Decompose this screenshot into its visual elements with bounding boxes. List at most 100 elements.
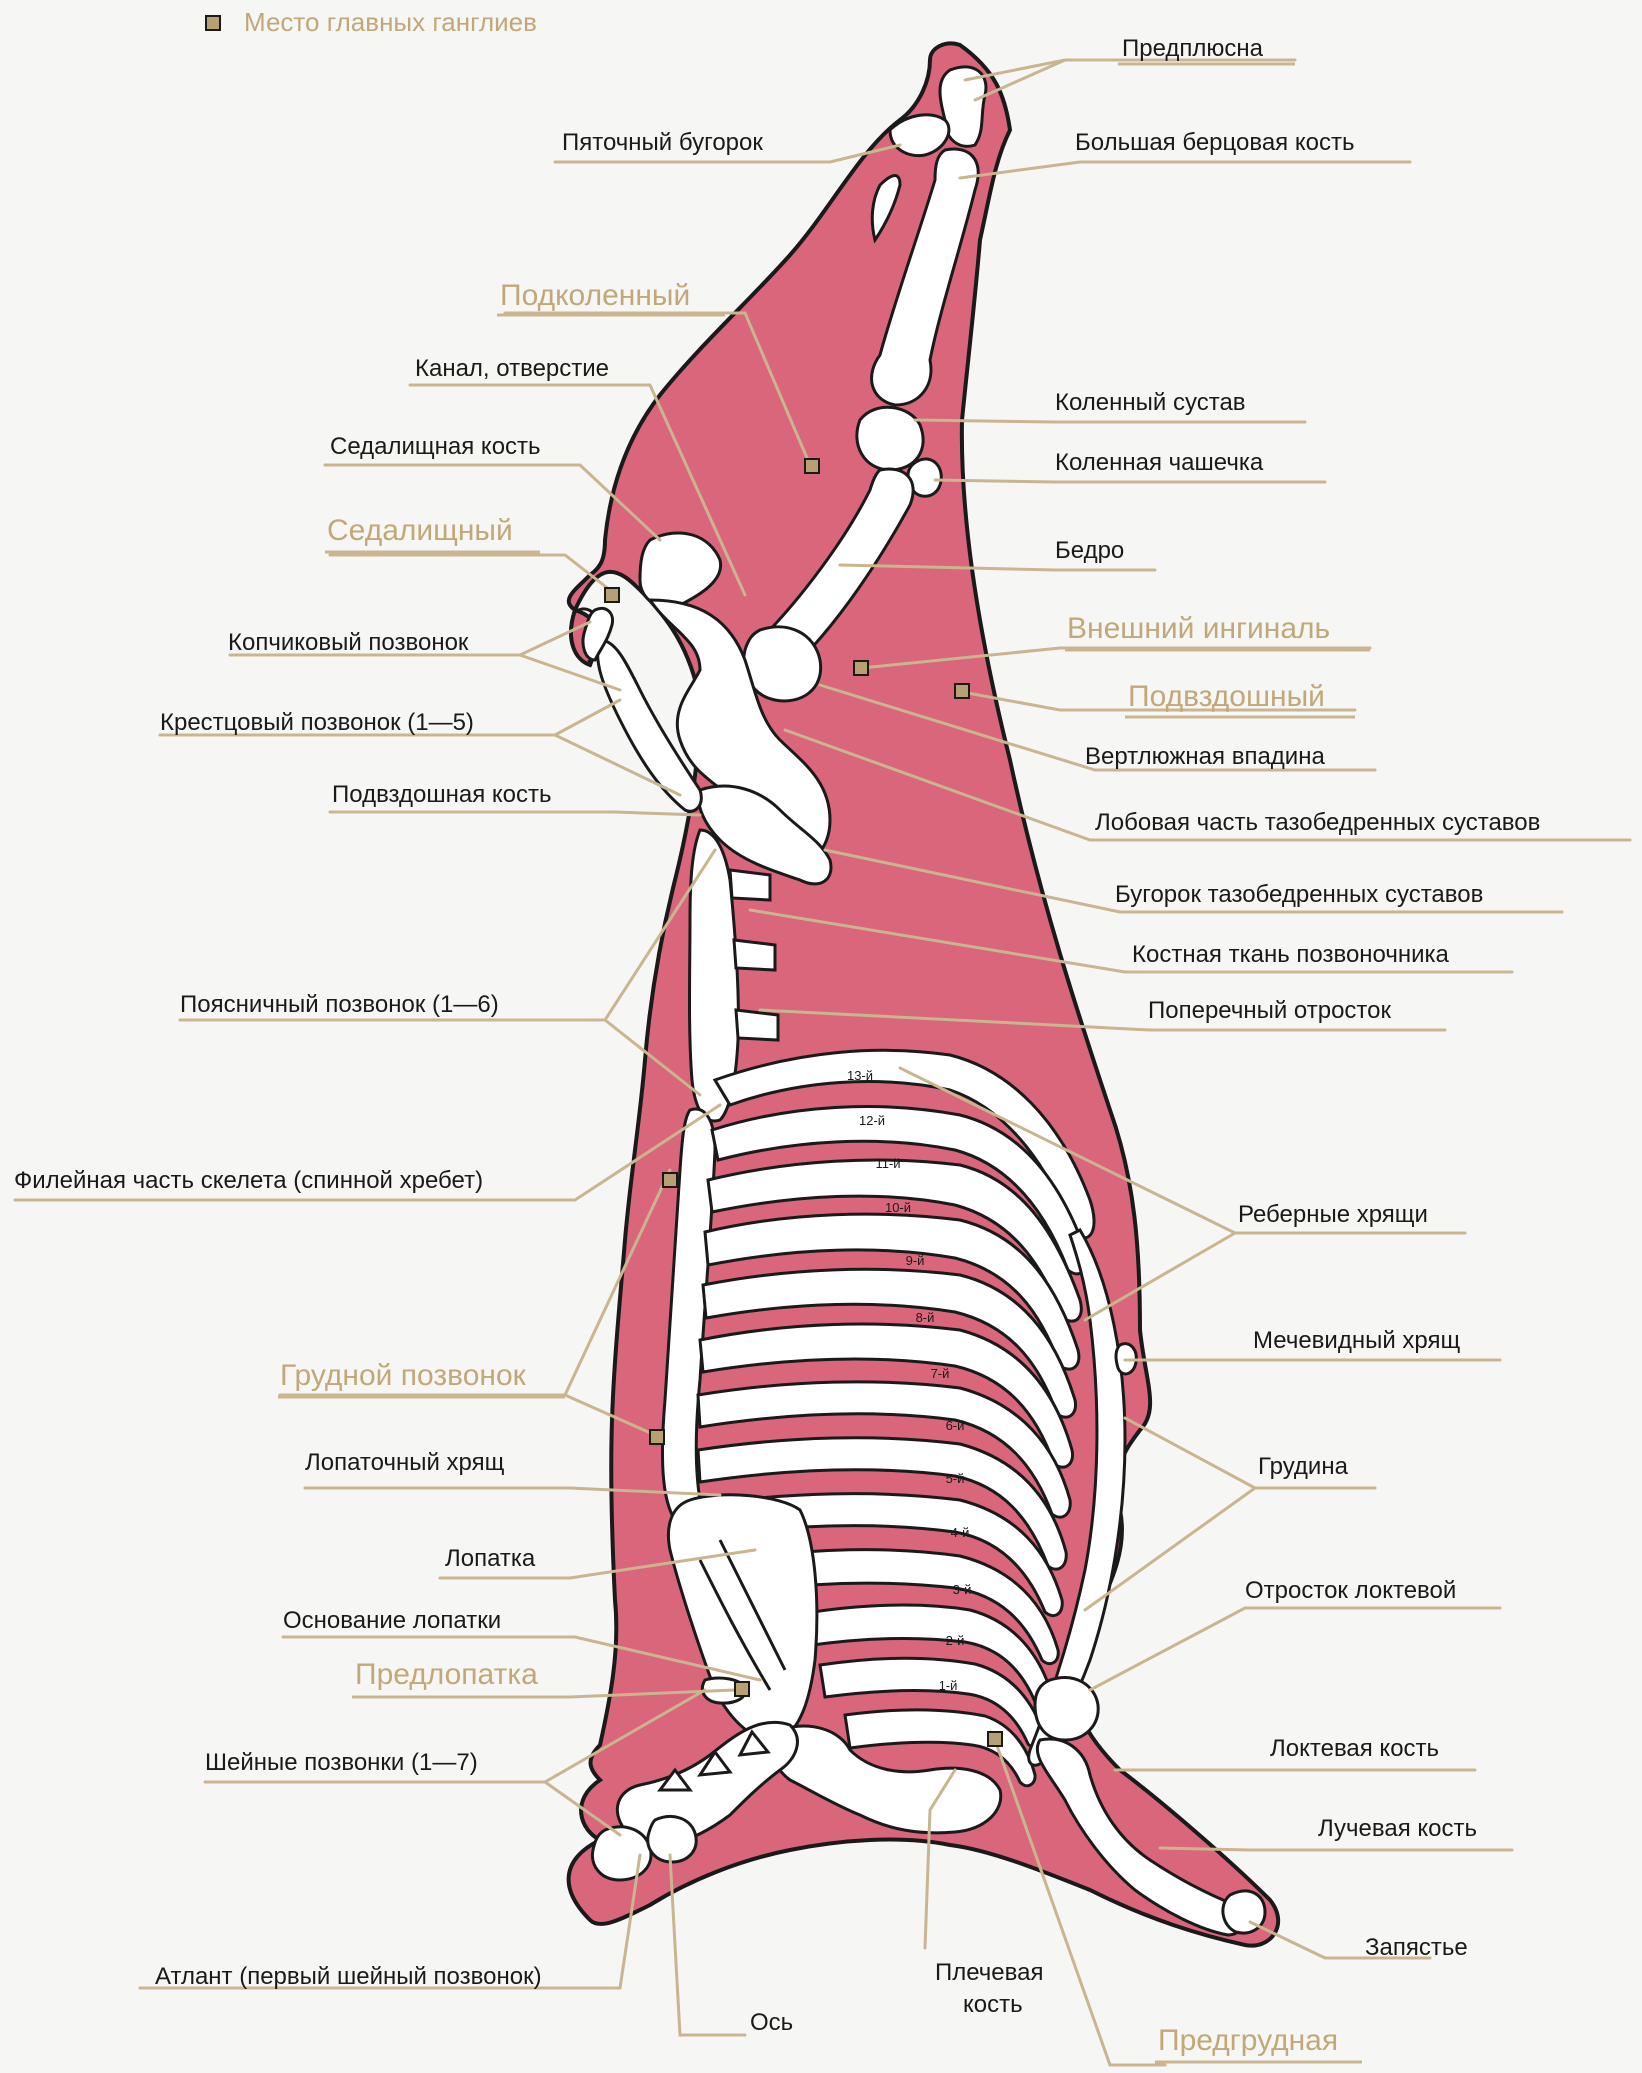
- labels: Место главных ганглиев Предплюсна Пяточн…: [14, 7, 1540, 2057]
- rib-label-1: 1-й: [939, 1678, 958, 1693]
- leader-plechevaya: [923, 1768, 957, 1950]
- leader-lines: [13, 58, 1632, 2067]
- marker-sedalishchny: [604, 587, 620, 603]
- label-pyatochny: Пяточный бугорок: [562, 129, 763, 156]
- rib-11: [706, 1158, 1083, 1323]
- ilium-bone: [697, 784, 833, 886]
- label-kolennaya-chashechka: Коленная чашечка: [1055, 449, 1264, 476]
- leader-kanal: [408, 383, 747, 597]
- leader-poyasnichny-2: [603, 1018, 702, 1097]
- lumbar-processes: [728, 868, 780, 1042]
- legend-label: Место главных ганглиев: [244, 7, 537, 37]
- leader-krestcovy-2: [553, 733, 682, 797]
- leader-kostnaya: [748, 908, 1514, 974]
- leader-predplyusna-2: [973, 58, 1067, 102]
- rib-label-2: 2-й: [946, 1633, 965, 1648]
- label-podvzdoshny: Подвздошный: [1128, 680, 1325, 713]
- rib-label-11: 11-й: [875, 1156, 900, 1171]
- label-bugorok: Бугорок тазобедренных суставов: [1115, 881, 1483, 908]
- leader-podkolenny: [503, 311, 812, 467]
- cervical-processes: [657, 1729, 771, 1792]
- sacral-vertebrae-bone: [596, 638, 703, 813]
- hock-notch: [870, 174, 902, 244]
- leader-vertlyuzhnaya: [818, 683, 1377, 772]
- leader-podvzdoshny: [960, 690, 1357, 712]
- label-predgrudnaya: Предгрудная: [1158, 2024, 1338, 2057]
- label-lobovaya: Лобовая часть тазобедренных суставов: [1095, 809, 1540, 836]
- label-rebernye: Реберные хрящи: [1238, 1201, 1428, 1228]
- marker-grudnoy: [649, 1429, 665, 1445]
- label-vertlyuzhnaya: Вертлюжная впадина: [1085, 743, 1325, 770]
- label-plechevaya-1: Плечевая: [935, 1959, 1043, 1986]
- label-atlant: Атлант (первый шейный позвонок): [155, 1963, 542, 1990]
- label-underlines: [278, 62, 1370, 2064]
- legend-marker: [205, 15, 221, 31]
- rib-4: [738, 1548, 1060, 1666]
- label-fileinaya: Филейная часть скелета (спинной хребет): [14, 1167, 483, 1194]
- label-krestcovy: Крестцовый позвонок (1—5): [160, 709, 474, 736]
- label-poyasnichny: Поясничный позвонок (1—6): [180, 991, 499, 1018]
- label-sedalishchnaya-kost: Седалищная кость: [330, 433, 541, 460]
- leader-bedro: [838, 563, 1157, 572]
- rib-13: [712, 1048, 1096, 1240]
- label-grudnoy-pozvonok: Грудной позвонок: [280, 1359, 527, 1392]
- leader-grudina-2: [1083, 1486, 1257, 1612]
- leader-poperechny: [758, 1008, 1447, 1032]
- label-kopchikovy: Копчиковый позвонок: [228, 629, 469, 656]
- humerus-bone: [769, 1724, 1003, 1835]
- leader-sedalishchnaya: [323, 463, 662, 542]
- rib-label-12: 12-й: [859, 1113, 885, 1128]
- tibia-bone: [870, 147, 980, 407]
- label-lopatka: Лопатка: [445, 1545, 536, 1572]
- leader-lopatka: [438, 1548, 757, 1580]
- label-sedalishchny: Седалищный: [327, 514, 513, 547]
- knee-joint-bone: [855, 405, 925, 472]
- label-grudina: Грудина: [1258, 1453, 1349, 1480]
- sternum-bone: [1027, 1228, 1127, 1767]
- rib-label-9: 9-й: [906, 1253, 925, 1268]
- calcaneal-tuber-bone: [888, 113, 951, 158]
- label-otrostok: Отросток локтевой: [1245, 1577, 1456, 1604]
- ganglion-markers: [205, 15, 1003, 1747]
- rib-6: [696, 1436, 1068, 1571]
- leader-luchevaya: [1158, 1846, 1514, 1852]
- marker-vneshny: [853, 660, 869, 676]
- marker-predgrudnaya: [987, 1731, 1003, 1747]
- olecranon-bone: [1033, 1676, 1100, 1742]
- leader-zapyastye: [1248, 1920, 1432, 1960]
- label-bedro: Бедро: [1055, 537, 1124, 564]
- label-vneshny: Внешний ингиналь: [1067, 612, 1330, 645]
- leader-sedalishchny: [328, 553, 612, 592]
- label-zapyastye: Запястье: [1365, 1934, 1468, 1961]
- label-predlopatka: Предлопатка: [355, 1658, 538, 1691]
- marker-podvzdoshny: [954, 683, 970, 699]
- label-sheynye: Шейные позвонки (1—7): [205, 1749, 478, 1776]
- rib-7: [696, 1380, 1072, 1519]
- bones: [581, 65, 1267, 1937]
- hip-joint-bone: [742, 625, 823, 703]
- leader-osnovanie: [281, 1635, 762, 1682]
- patella-bone: [906, 457, 943, 498]
- leader-bugorok: [823, 848, 1564, 914]
- leader-os: [668, 1853, 747, 2037]
- label-mechevidny: Мечевидный хрящ: [1253, 1327, 1460, 1354]
- atlas-bone: [590, 1825, 653, 1882]
- label-osnovanie: Основание лопатки: [283, 1607, 501, 1634]
- leader-podvzdoshnaya: [328, 810, 702, 817]
- label-luchevaya: Лучевая кость: [1318, 1815, 1477, 1842]
- rib-10: [703, 1212, 1081, 1371]
- label-podkolenny: Подколенный: [500, 279, 690, 312]
- rib-label-7: 7-й: [931, 1366, 950, 1381]
- rib-8: [698, 1322, 1075, 1469]
- leader-kolennaya-chashechka: [933, 478, 1327, 484]
- rib-label-8: 8-й: [916, 1310, 935, 1325]
- label-kolenny-sustav: Коленный сустав: [1055, 389, 1246, 416]
- leader-sheynye-2: [543, 1780, 622, 1837]
- leader-fileinaya: [13, 1103, 722, 1202]
- label-kostnaya: Костная ткань позвоночника: [1132, 941, 1450, 968]
- rib-9: [701, 1267, 1078, 1419]
- rib-label-3: 3-й: [953, 1582, 972, 1597]
- rib-label-10: 10-й: [885, 1200, 911, 1215]
- rib-label-5: 5-й: [946, 1471, 965, 1486]
- leader-lobovaya: [783, 728, 1632, 842]
